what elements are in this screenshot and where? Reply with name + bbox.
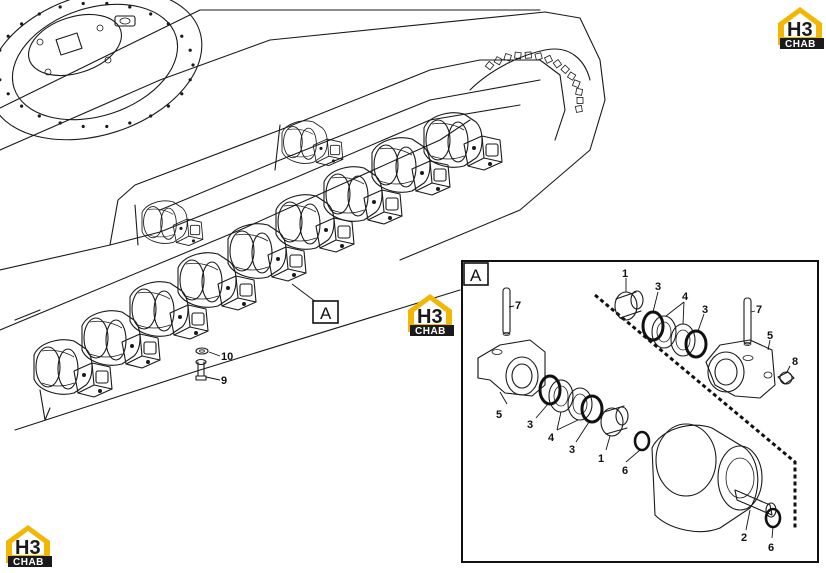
roller-unit	[33, 339, 113, 398]
detail-label-3-lower-a: 3	[527, 419, 533, 431]
bolt-hole	[180, 34, 184, 38]
sprocket-tooth	[552, 58, 563, 69]
bolt-hole	[105, 124, 109, 129]
bolt-hole	[191, 63, 195, 67]
detail-label-2: 2	[741, 532, 747, 544]
detail-label-4-lower: 4	[548, 432, 555, 444]
logo-middle: H3 CHAB	[408, 294, 454, 337]
bracket-5-right	[705, 339, 776, 399]
detail-label-4-upper: 4	[682, 291, 689, 303]
roller-unit	[371, 137, 451, 196]
sprocket-tooth	[534, 52, 543, 61]
roller-unit	[275, 194, 355, 253]
roller-unit	[81, 310, 161, 369]
sprocket-tooth	[503, 53, 512, 62]
detail-label-7-right: 7	[756, 304, 762, 316]
logo-top-right: H3 CHAB	[778, 7, 824, 50]
bolt-8	[777, 371, 795, 385]
sprocket-tooth	[566, 71, 577, 81]
sprocket-tooth	[514, 51, 522, 60]
bolt-hole	[149, 114, 153, 118]
bolt-hole	[20, 104, 24, 108]
carrier-rollers	[141, 120, 344, 246]
bolt-hole	[20, 22, 24, 26]
roller-unit	[177, 252, 257, 311]
roller-unit	[141, 200, 204, 246]
detail-label-6-left: 6	[622, 465, 628, 477]
track-frame	[0, 9, 606, 431]
sprocket-tooth	[524, 51, 532, 59]
detail-view-a: A	[461, 260, 819, 563]
pin-7-left	[502, 287, 511, 336]
roller-unit	[323, 166, 403, 225]
bolt-hole	[180, 92, 184, 96]
detail-label-7-left: 7	[515, 300, 521, 312]
bolt-hole	[6, 34, 10, 38]
bushing-1-lower	[600, 405, 629, 437]
bolt-and-washer	[195, 347, 221, 381]
svg-text:H3: H3	[15, 537, 41, 559]
sprocket-tooth	[484, 60, 495, 71]
bolt-hole	[128, 121, 132, 125]
detail-label-5-left: 5	[496, 409, 502, 421]
sprocket-tooth	[543, 54, 554, 64]
bolt-hole	[128, 5, 132, 9]
svg-text:H3: H3	[417, 306, 443, 328]
bolt-hole	[37, 114, 41, 118]
roller-unit	[129, 281, 209, 340]
sprocket-tooth	[574, 104, 583, 113]
sprocket-tooth	[576, 96, 584, 104]
svg-text:CHAB: CHAB	[13, 557, 44, 568]
detail-label-1-upper: 1	[622, 268, 628, 280]
bolt-hole	[0, 78, 2, 82]
svg-text:H3: H3	[787, 19, 813, 41]
sprocket-tooth	[571, 79, 581, 89]
roller-2	[651, 423, 777, 533]
pin-7-right	[743, 297, 752, 346]
detail-label-3-upper-b: 3	[702, 304, 708, 316]
roller-unit	[423, 112, 503, 171]
svg-text:CHAB: CHAB	[785, 39, 816, 50]
bolt-hole	[58, 5, 62, 9]
track-rollers	[33, 112, 503, 398]
detail-label-1-lower: 1	[598, 453, 604, 465]
callout-a-letter: A	[320, 304, 332, 323]
oring-6-left	[633, 430, 651, 452]
bolt-hole	[188, 78, 192, 82]
logo-bottom-left: H3 CHAB	[6, 525, 52, 568]
svg-text:CHAB: CHAB	[415, 326, 446, 337]
bracket-5-left	[477, 339, 546, 397]
bolt-hole	[105, 1, 109, 6]
bolt-hole	[81, 1, 85, 6]
oring-3-lower-b	[580, 394, 604, 424]
oring-3-upper-b	[684, 329, 708, 359]
sprocket-tooth	[560, 64, 571, 75]
roller-unit	[281, 120, 344, 166]
bolt-hole	[6, 92, 10, 96]
detail-label-8: 8	[792, 356, 798, 368]
detail-leaders	[499, 278, 791, 539]
bolt-hole	[166, 104, 170, 108]
detail-label-3-lower-b: 3	[569, 444, 575, 456]
label-9: 9	[221, 375, 227, 387]
sprocket-tooth	[493, 56, 503, 66]
detail-label-3-upper-a: 3	[655, 281, 661, 293]
roller-unit	[227, 223, 307, 282]
detail-label-5-right: 5	[767, 330, 773, 342]
bolt-hole	[149, 12, 153, 16]
callout-a: A	[291, 283, 339, 324]
sprocket-drive	[0, 0, 203, 141]
sprocket-tooth	[575, 87, 584, 96]
bolt-hole	[0, 48, 2, 52]
label-10: 10	[221, 351, 233, 363]
detail-label-6-right: 6	[768, 542, 774, 554]
sprocket-teeth	[484, 51, 584, 113]
bolt-hole	[37, 12, 41, 16]
sprocket-bolt-ring	[0, 1, 195, 129]
bolt-hole	[81, 124, 85, 129]
bolt-hole	[188, 48, 192, 52]
detail-a-letter: A	[470, 266, 482, 285]
